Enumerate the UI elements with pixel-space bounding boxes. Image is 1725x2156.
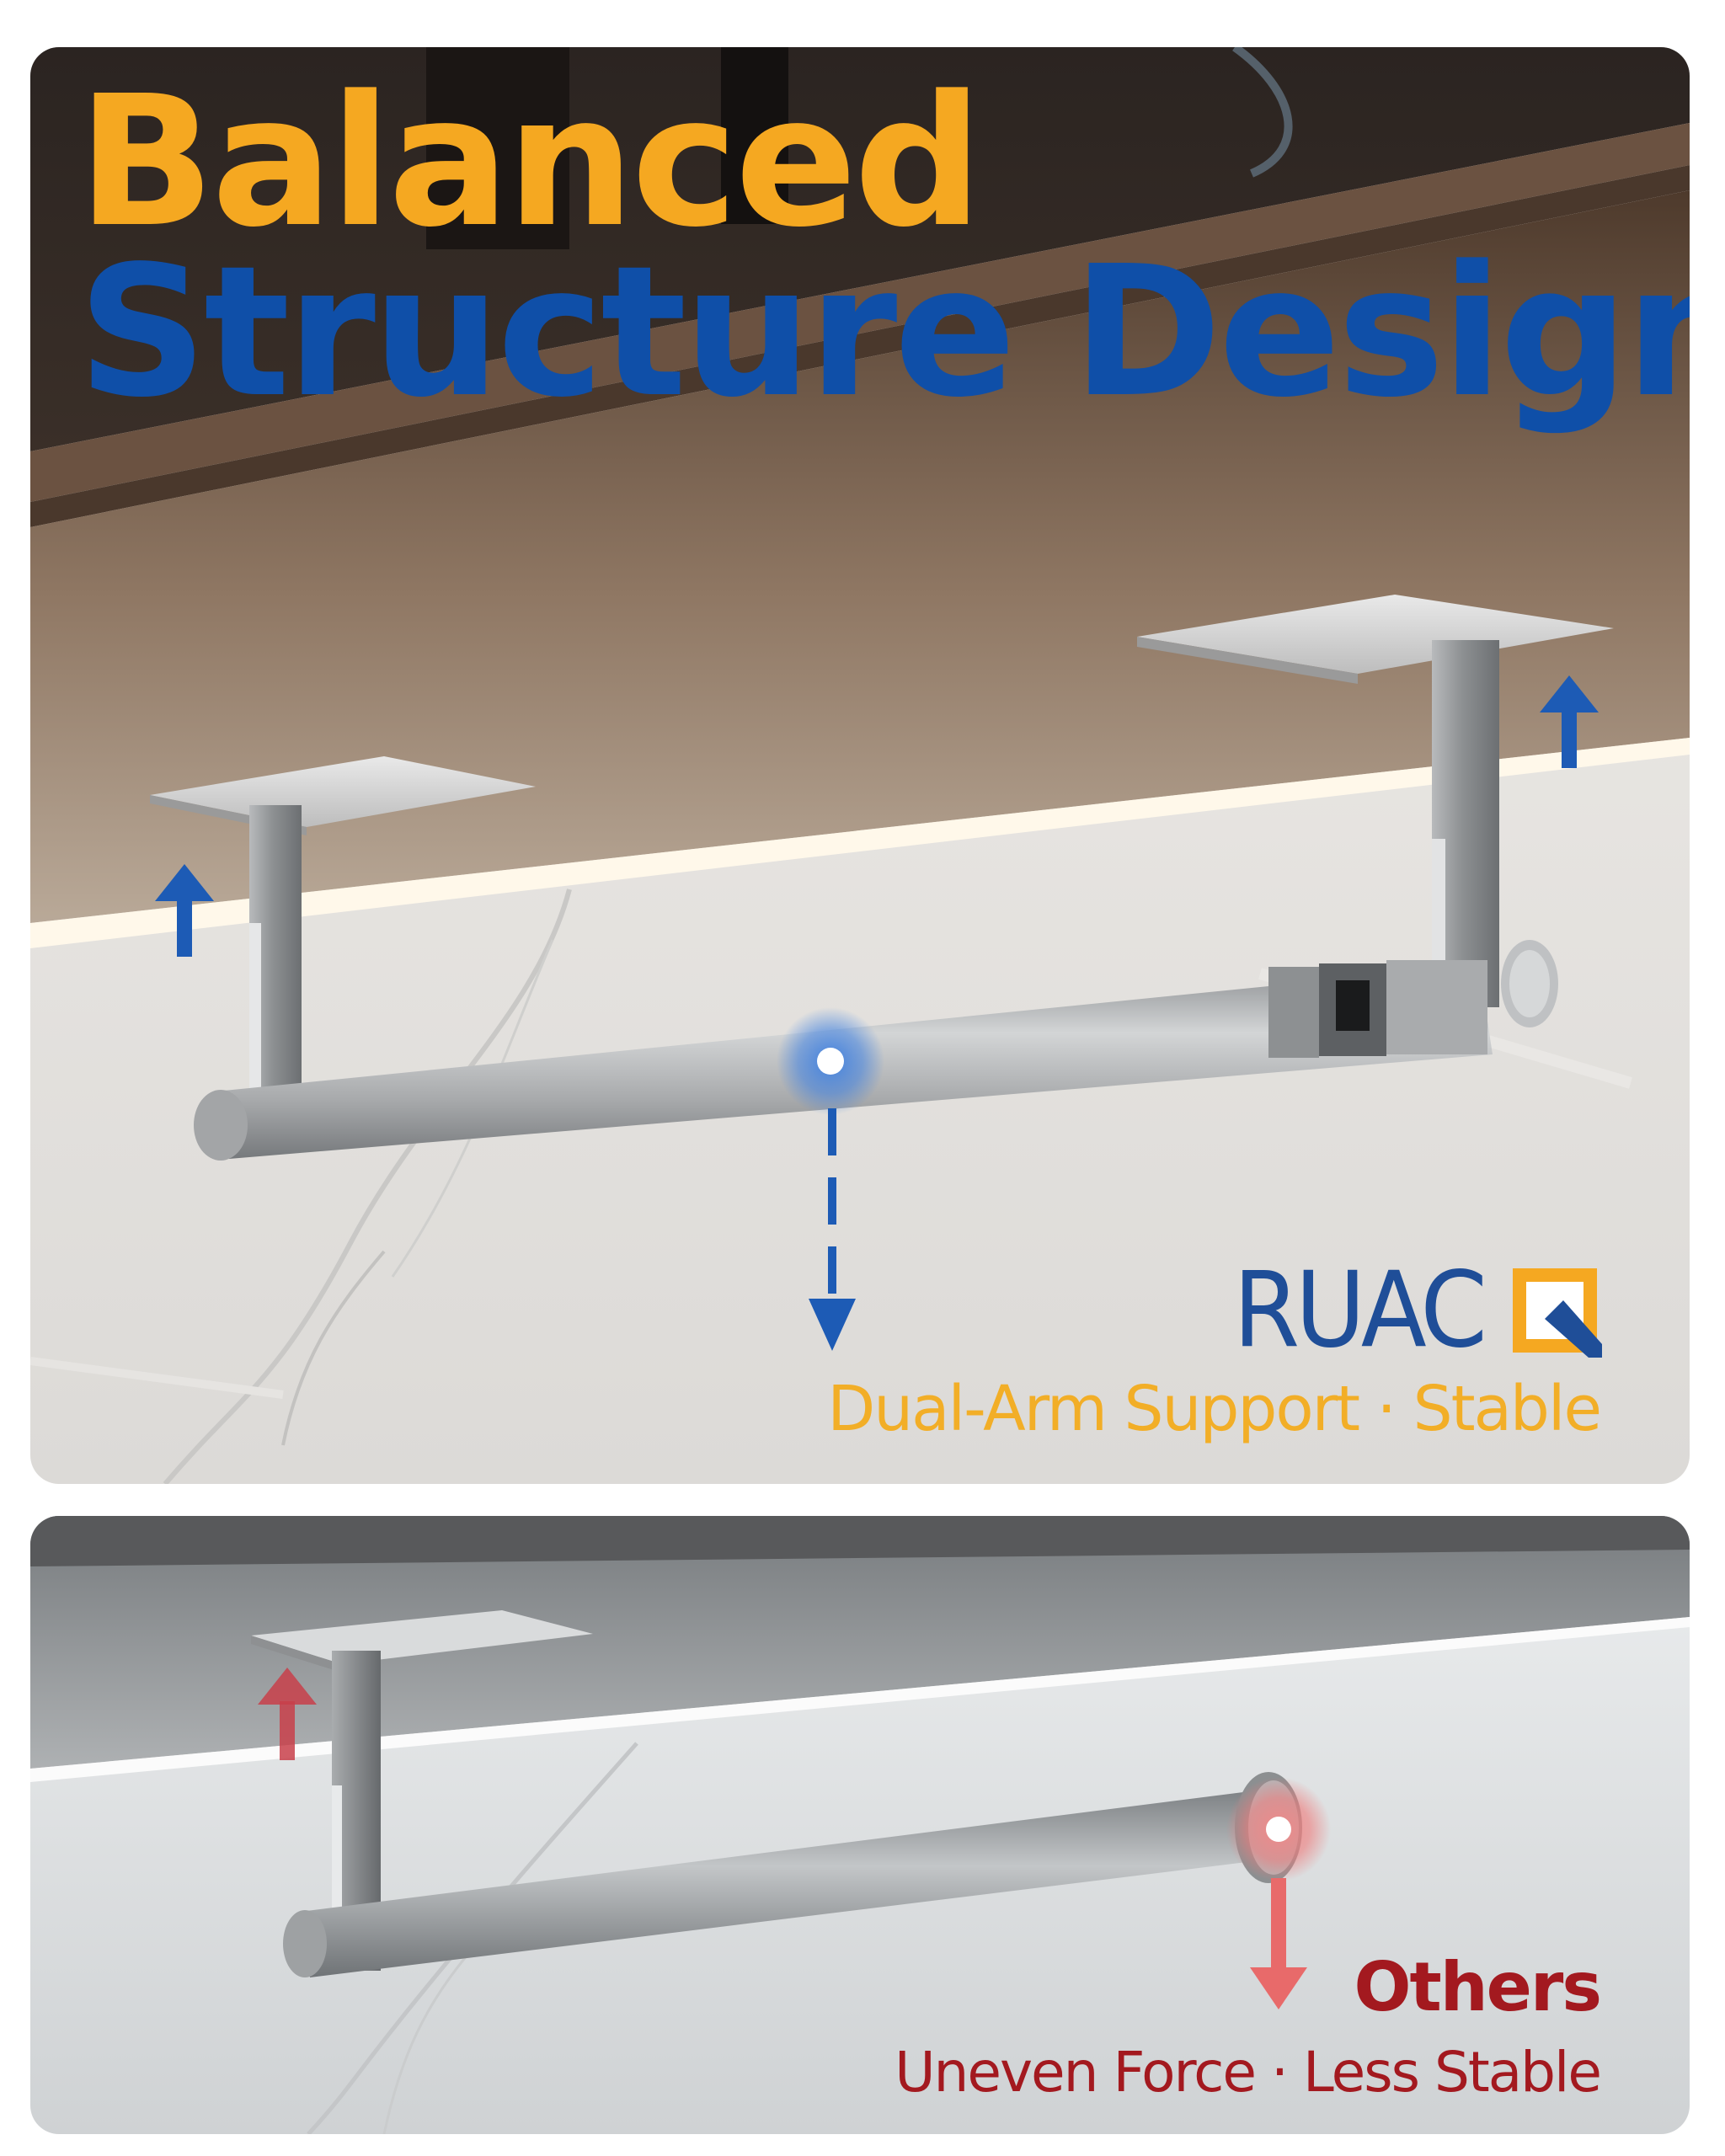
- headline-line-1: Balanced: [77, 57, 983, 267]
- right-up-arrow-icon: [1540, 675, 1599, 768]
- single-arm-illustration: [30, 1516, 1690, 2134]
- brand-logo: RUAC: [1233, 1250, 1603, 1371]
- center-force-marker-icon: [777, 1007, 884, 1351]
- dual-arm-panel: Balanced Structure Design RUAC Dual-Arm …: [30, 47, 1690, 1484]
- brand-wordmark: RUAC: [1233, 1250, 1487, 1371]
- dual-arm-caption: Dual-Arm Support · Stable: [827, 1373, 1602, 1445]
- others-title: Others: [1354, 1948, 1602, 2026]
- left-up-arrow-icon: [155, 864, 214, 957]
- up-arrow-icon: [258, 1668, 317, 1760]
- others-panel: Others Uneven Force · Less Stable: [30, 1516, 1690, 2134]
- end-force-marker-icon: [1226, 1777, 1331, 2009]
- headline-line-2: Structure Design: [77, 227, 1690, 437]
- dual-arm-illustration: [30, 47, 1690, 1484]
- logo-q-mark-icon: [1513, 1268, 1603, 1358]
- others-caption: Uneven Force · Less Stable: [895, 2040, 1602, 2105]
